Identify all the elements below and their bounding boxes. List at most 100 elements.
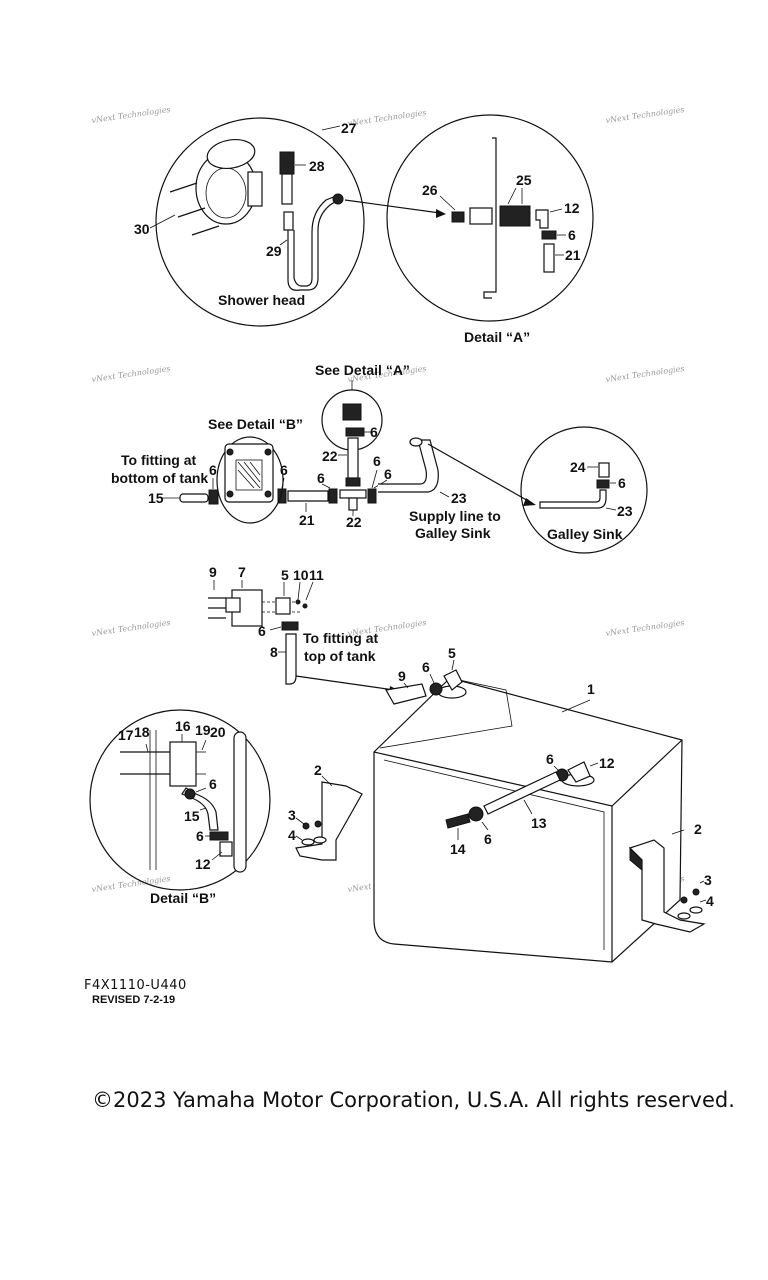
part-label-10: 10 [293,567,309,583]
hose-clamp [184,788,196,800]
washer-4 [677,912,691,920]
part-label-3: 3 [288,807,296,823]
part-label-12: 12 [599,755,615,771]
leader-line [507,187,517,205]
leader-line [295,817,305,825]
part-label-6: 6 [209,462,217,478]
shower-lid [206,138,256,170]
elbow-5 [275,597,291,615]
part-label-7: 7 [238,564,246,580]
hose-22 [347,437,359,479]
part-label-13: 13 [531,815,547,831]
galley-sink-circle [520,426,648,554]
part-label-6: 6 [546,751,554,767]
part-label-24: 24 [570,459,586,475]
watermark: vNext Technologies [91,364,171,384]
part-label-22: 22 [346,514,362,530]
caption-to-fitting-top: To fitting at [303,630,378,646]
detail-a-circle [386,114,594,322]
fitting-26 [451,211,465,223]
hose-end [283,211,294,231]
part-label-9: 9 [398,668,406,684]
leader-line [321,483,331,489]
hose-15 [179,493,209,503]
bulkhead-fitting [469,207,493,225]
hose-8 [285,633,297,685]
part-label-12: 12 [195,856,211,872]
caption-shower-head: Shower head [218,292,305,308]
part-label-5: 5 [281,567,289,583]
pump-port [225,597,241,613]
tee-fitting [339,489,367,499]
part-label-6: 6 [317,470,325,486]
hose-clamp [367,488,377,504]
caption-supply-line: Galley Sink [415,525,491,541]
part-label-6: 6 [280,462,288,478]
supply-line-23 [539,489,607,509]
hose [293,195,337,287]
arrow-line [295,675,395,691]
hatch [243,461,261,483]
part-label-29: 29 [266,243,282,259]
part-label-25: 25 [516,172,532,188]
washer-4 [301,838,315,846]
leader-line [561,699,591,713]
fitting [342,403,362,421]
part-label-19: 19 [195,722,211,738]
hose-15 [181,787,219,831]
drawing-code: F4X1110-U440 [84,978,187,993]
tee-stem [348,497,358,511]
leader-line [549,208,563,213]
part-label-6: 6 [373,453,381,469]
leader-line [699,880,705,884]
tank-top-step [379,677,513,749]
hose [287,199,339,291]
caption-to-fitting-bottom: To fitting at [121,452,196,468]
leader-line [429,673,435,684]
part-label-22: 22 [322,448,338,464]
hose-clamp [429,682,443,696]
washer-4 [689,906,703,914]
elbow-12 [219,841,233,857]
hose-clamp [468,806,484,822]
hatch [237,469,255,489]
caption-see-detail-a: See Detail “A” [315,362,410,378]
see-detail-b-circle [216,436,284,524]
leader-line [279,239,288,246]
bracket-2 [295,781,363,861]
leader-line [201,739,207,751]
part-label-15: 15 [184,808,200,824]
leader-line [371,469,378,489]
hose-13 [483,771,561,815]
watermark: vNext Technologies [605,618,685,638]
part-label-18: 18 [134,724,150,740]
caption-to-fitting-top: top of tank [304,648,376,664]
caption-see-detail-b: See Detail “B” [208,416,303,432]
part-label-8: 8 [270,644,278,660]
hose-clamp [209,831,229,841]
tank-body [373,677,683,963]
leader-line [439,491,450,498]
leader-line [699,899,707,903]
elbow-12 [567,761,591,783]
shower-head-detail [149,117,446,327]
elbow-12 [535,209,549,229]
part-label-14: 14 [450,841,466,857]
part-label-4: 4 [706,893,714,909]
hose-clamp [208,489,219,505]
captions: Shower head Detail “A” See Detail “A” Se… [111,292,623,906]
leader-line [321,775,333,787]
part-label-1: 1 [587,681,595,697]
part-label-21: 21 [299,512,315,528]
part-label-6: 6 [258,623,266,639]
shower-head-nozzle [279,151,295,175]
copyright-notice: ©2023 Yamaha Motor Corporation, U.S.A. A… [92,1088,735,1112]
pump-16 [169,741,197,787]
part-label-17: 17 [118,727,134,743]
part-label-6: 6 [422,659,430,675]
shower-head-handle [281,173,293,205]
leader-line [605,507,617,511]
leader-line [553,765,560,772]
leader-line [295,835,303,841]
